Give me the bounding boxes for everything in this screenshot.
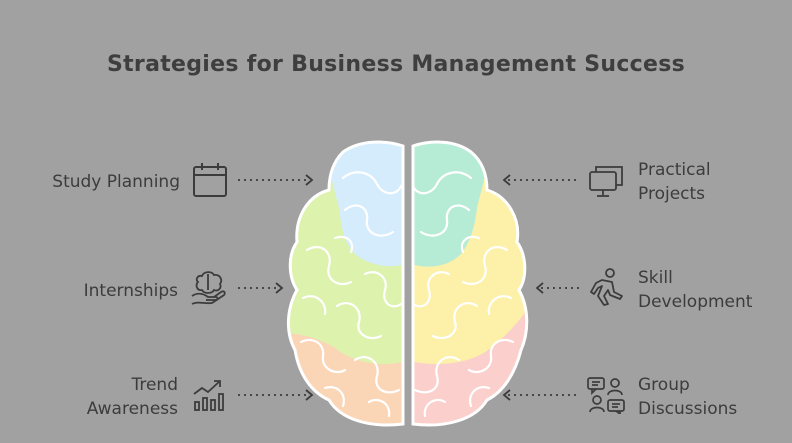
label-trend-awareness: Trend Awareness [86,375,178,419]
label-study-planning: Study Planning [52,172,180,192]
trend-chart-icon [192,376,228,412]
person-skill-icon [588,268,624,306]
diagram-title: Strategies for Business Management Succe… [106,52,686,77]
monitor-icon [588,162,624,198]
connector-study-planning [238,174,314,186]
label-group-discussions: Group Discussions [638,375,738,419]
brain-folds [299,171,515,418]
group-discussion-icon [587,376,625,414]
connector-practical-projects [502,174,578,186]
label-internships: Internships [83,281,178,301]
connector-internships [238,282,284,294]
label-practical-projects: Practical Projects [638,160,711,204]
label-skill-development: Skill Development [638,268,753,312]
brain-hand-icon [190,270,228,306]
connector-group-discussions [502,389,578,401]
calendar-icon [192,162,228,198]
connector-trend-awareness [238,389,314,401]
connector-skill-development [535,282,579,294]
brain-right-outline [411,140,529,427]
brain-graphic [286,140,529,427]
brain-left-outline [286,140,405,427]
